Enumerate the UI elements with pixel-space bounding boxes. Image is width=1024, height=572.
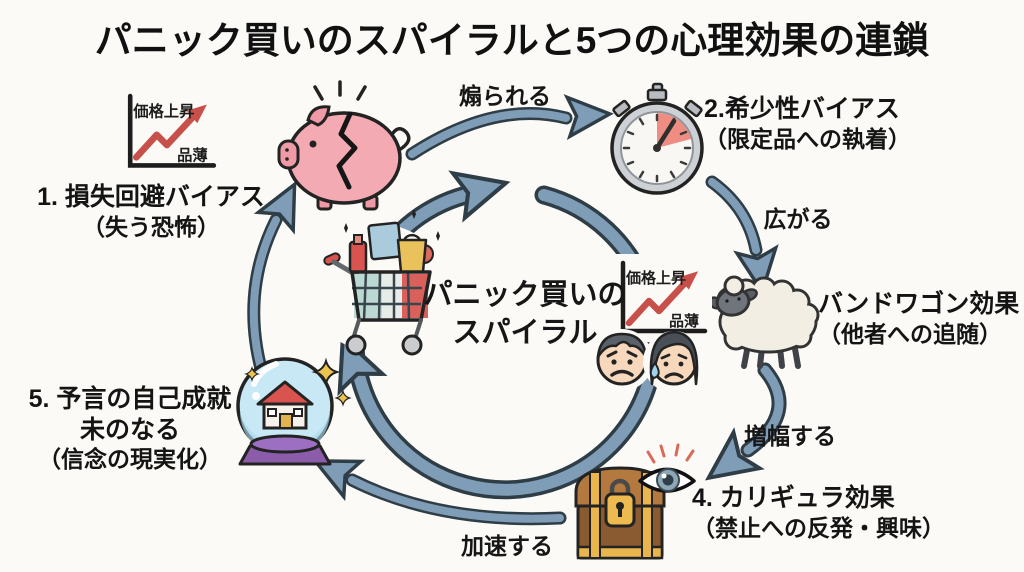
arrow-spread: [705, 175, 784, 297]
arrow-label-incite: 煽られる: [459, 83, 551, 109]
node-subtitle: （限定品への執着）: [704, 125, 911, 152]
node-scarcity-bias: 2.希少性バイアス （限定品への執着）: [704, 94, 1024, 153]
arrow-accelerate: [304, 441, 567, 526]
shopping-cart-icon: [308, 209, 448, 356]
chart-bottom-label: 品薄: [669, 312, 699, 330]
chart-bottom-label: 品薄: [177, 146, 208, 164]
node-bandwagon-effect: バンドワゴン効果 （他者への追随）: [818, 289, 1024, 348]
node-title-line2: 未のなる: [79, 415, 180, 444]
node-caligula-effect: 4. カリギュラ効果 （禁止への反発・興味）: [692, 483, 1024, 542]
node-title: 4. カリギュラ効果: [692, 484, 895, 512]
price-chart-icon-center: 価格上昇 品薄: [608, 254, 712, 342]
crystal-ball-icon: [236, 357, 352, 466]
arrow-label-amplify: 増幅する: [744, 423, 836, 449]
eye-icon: [638, 443, 696, 493]
worried-woman-icon: [643, 330, 705, 393]
broken-piggy-bank-icon: [277, 80, 411, 211]
node-subtitle: （他者への追随）: [818, 320, 1002, 347]
chart-top-label: 価格上昇: [625, 269, 686, 287]
node-subtitle: （信念の現実化）: [38, 446, 222, 472]
cycle-center-label: パニック買いの スパイラル: [400, 277, 650, 352]
treasure-chest-icon: [574, 443, 696, 560]
cycle-arrow-right: [322, 185, 665, 500]
node-subtitle: （失う恐怖）: [82, 213, 220, 240]
node-title: 2.希少性バイアス: [704, 95, 900, 123]
center-line2: スパイラル: [452, 316, 598, 349]
node-title: 1. 損失回避バイアス: [37, 183, 265, 211]
node-loss-aversion: 1. 損失回避バイアス （失う恐怖）: [18, 182, 284, 241]
center-line1: パニック買いの: [423, 279, 627, 311]
arrow-label-accelerate: 加速する: [461, 533, 553, 559]
arrow-label-spread: 広がる: [763, 206, 833, 232]
node-title: バンドワゴン効果: [818, 290, 1020, 318]
node-title: 5. 予言の自己成就: [28, 385, 232, 413]
node-self-fulfilling-prophecy: 5. 予言の自己成就 未のなる （信念の現実化）: [12, 384, 248, 473]
node-subtitle: （禁止への反発・興味）: [692, 514, 945, 541]
arrow-incite: [405, 92, 613, 161]
worried-man-icon: [591, 329, 653, 391]
chart-top-label: 価格上昇: [132, 102, 194, 120]
sheep-icon: [706, 275, 820, 369]
arrow-amplify: [693, 362, 787, 498]
price-chart-icon: 価格上昇 品薄: [127, 93, 217, 168]
page-title: パニック買いのスパイラルと5つの心理効果の連鎖: [94, 20, 930, 61]
stopwatch-icon: [610, 82, 704, 195]
